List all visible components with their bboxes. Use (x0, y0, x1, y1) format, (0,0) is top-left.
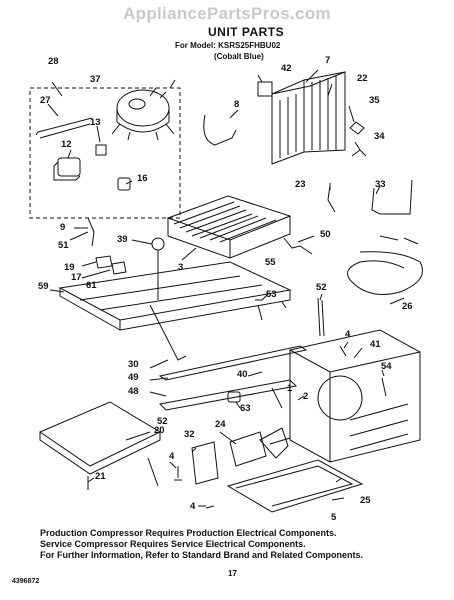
callout-4-top: 4 (345, 329, 351, 340)
drain-pan-part (226, 459, 364, 513)
tube-part (203, 114, 237, 146)
fan-blade-part (259, 427, 291, 459)
drain-part (283, 237, 313, 255)
evaporator-part (166, 195, 292, 259)
callout-41: 41 (370, 339, 381, 350)
motor-bracket-part (191, 441, 219, 485)
callout-37: 37 (90, 74, 101, 85)
insulation-pad-part (38, 401, 162, 475)
rail-part-2 (158, 379, 298, 411)
fan-motor-part (229, 431, 267, 467)
callout-2: 2 (303, 391, 309, 402)
callout-59: 59 (38, 281, 49, 292)
diagram-title: UNIT PARTS (208, 25, 285, 39)
callout-25: 25 (360, 495, 371, 506)
rail-part (158, 345, 308, 381)
callout-54: 54 (381, 361, 392, 372)
rod-52 (317, 297, 325, 337)
note-further-info: For Further Information, Refer to Standa… (40, 550, 364, 560)
callout-5: 5 (331, 512, 337, 523)
callout-50: 50 (320, 229, 331, 240)
switch-part (95, 255, 113, 269)
model-label: For Model: KSRS25FHBU02 (175, 41, 281, 50)
callout-48: 48 (128, 386, 139, 397)
callout-20: 20 (154, 425, 165, 436)
callout-30: 30 (128, 359, 139, 370)
callout-1: 1 (287, 383, 293, 394)
screw-53 (255, 299, 263, 321)
callout-16: 16 (137, 173, 148, 184)
callout-7: 7 (325, 55, 331, 66)
callout-19: 19 (64, 262, 75, 273)
callout-23: 23 (295, 179, 306, 190)
base-frame-part (58, 261, 292, 361)
heater-tube-part (87, 217, 95, 247)
callout-8: 8 (234, 99, 240, 110)
fan-shroud-part (289, 329, 421, 463)
relay-part (53, 157, 81, 181)
condenser-part (271, 71, 346, 165)
note-production: Production Compressor Requires Productio… (40, 528, 337, 538)
bracket-63 (227, 391, 241, 403)
wire-harness-part (347, 235, 423, 295)
callout-13: 13 (90, 117, 101, 128)
watermark: AppliancePartsPros.com (123, 4, 331, 23)
callout-12: 12 (61, 139, 72, 150)
screw-54 (381, 377, 387, 397)
callout-49: 49 (128, 372, 139, 383)
callout-27: 27 (40, 95, 51, 106)
terminal-cover-part (117, 177, 131, 191)
callout-35: 35 (369, 95, 380, 106)
callout-22: 22 (357, 73, 368, 84)
drier-part (349, 121, 365, 135)
screw-4b (205, 505, 215, 509)
callout-63: 63 (240, 403, 251, 414)
connector-part (111, 261, 127, 275)
bracket-part (257, 81, 273, 97)
sensor-part (351, 149, 367, 157)
callout-32: 32 (184, 429, 195, 440)
callout-61: 61 (86, 280, 97, 291)
compressor-group-frame (29, 87, 181, 219)
callout-55: 55 (265, 257, 276, 268)
callout-52-lower: 52 (157, 416, 168, 427)
callout-28: 28 (48, 56, 59, 67)
callout-24: 24 (215, 419, 226, 430)
callout-21: 21 (95, 471, 106, 482)
tubing-part (327, 179, 413, 215)
callout-39: 39 (117, 234, 128, 245)
callout-51: 51 (58, 240, 69, 251)
note-service: Service Compressor Requires Service Elec… (40, 539, 306, 549)
screw-4c (339, 345, 347, 357)
compressor-part (111, 87, 175, 141)
screw-4a (174, 466, 182, 481)
model-color-label: (Cobalt Blue) (214, 52, 264, 61)
callout-52: 52 (316, 282, 327, 293)
callout-4-bottom: 4 (190, 501, 196, 512)
callout-33: 33 (375, 179, 386, 190)
callout-34: 34 (374, 131, 385, 142)
callout-42: 42 (281, 63, 292, 74)
document-number: 4396872 (12, 578, 40, 585)
grommet-39 (151, 237, 165, 251)
grommet-part (95, 144, 107, 156)
callout-26: 26 (402, 301, 413, 312)
callout-40: 40 (237, 369, 248, 380)
callout-4-left: 4 (169, 451, 175, 462)
callout-3: 3 (178, 262, 184, 273)
page-number: 17 (228, 569, 237, 578)
capacitor-part (35, 117, 93, 139)
callout-9: 9 (60, 222, 66, 233)
spring-52 (147, 457, 159, 487)
callout-53: 53 (266, 289, 277, 300)
callout-17: 17 (71, 272, 82, 283)
